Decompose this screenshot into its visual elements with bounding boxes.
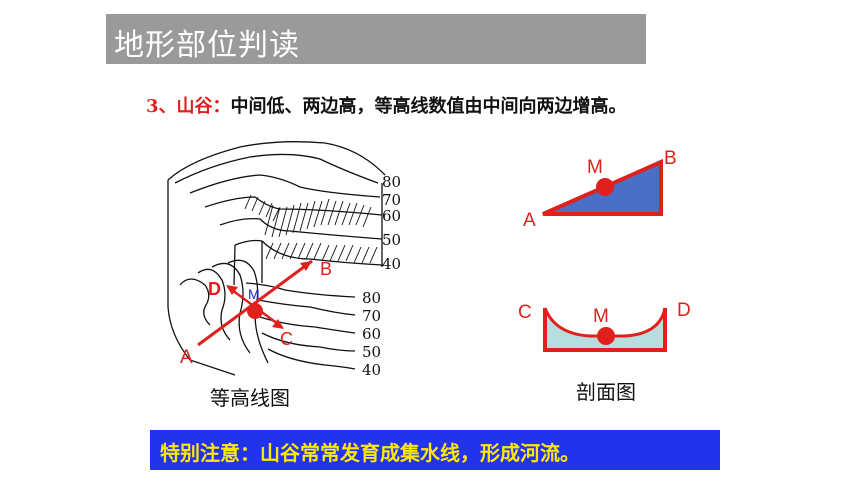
profile-cd-point-d: D <box>677 300 691 321</box>
lower-value-70: 70 <box>362 307 381 325</box>
description-text: 中间低、两边高，等高线数值由中间向两边增高。 <box>230 96 627 117</box>
description-label: 3、山谷： <box>146 96 231 117</box>
contour-map-caption: 等高线图 <box>210 386 290 410</box>
profile-ab-point-m: M <box>587 157 603 178</box>
upper-value-60: 60 <box>382 207 401 225</box>
upper-value-80: 80 <box>382 173 401 191</box>
map-point-c: C <box>280 329 293 349</box>
profile-ab: A B M <box>523 148 677 231</box>
lower-value-80: 80 <box>362 289 381 307</box>
map-point-a: A <box>180 347 193 368</box>
lower-value-50: 50 <box>362 343 381 361</box>
lower-value-60: 60 <box>362 325 381 343</box>
contour-map: 80 70 60 50 40 80 70 60 50 40 A B C D M <box>167 141 401 379</box>
upper-value-50: 50 <box>382 231 401 249</box>
upper-value-40: 40 <box>382 255 401 273</box>
profile-cd-point-m: M <box>593 306 609 327</box>
page-title: 地形部位判读 <box>114 28 300 63</box>
profile-ab-point-a: A <box>523 210 536 231</box>
profile-ab-point-b: B <box>664 148 677 169</box>
map-point-b: B <box>320 259 332 279</box>
note-text: 特别注意：山谷常常发育成集水线，形成河流。 <box>160 441 580 465</box>
note-banner: 特别注意：山谷常常发育成集水线，形成河流。 <box>150 430 720 470</box>
profile-cd-point-c: C <box>518 302 532 323</box>
profile-cd: C D M <box>518 300 691 352</box>
profile-caption: 剖面图 <box>576 380 636 404</box>
lower-value-40: 40 <box>362 361 381 379</box>
map-point-d: D <box>208 279 221 299</box>
upper-value-70: 70 <box>382 191 401 209</box>
title-bar: 地形部位判读 <box>106 14 646 64</box>
map-point-m: M <box>248 286 260 302</box>
valley-description: 3、山谷：中间低、两边高，等高线数值由中间向两边增高。 <box>146 92 627 118</box>
